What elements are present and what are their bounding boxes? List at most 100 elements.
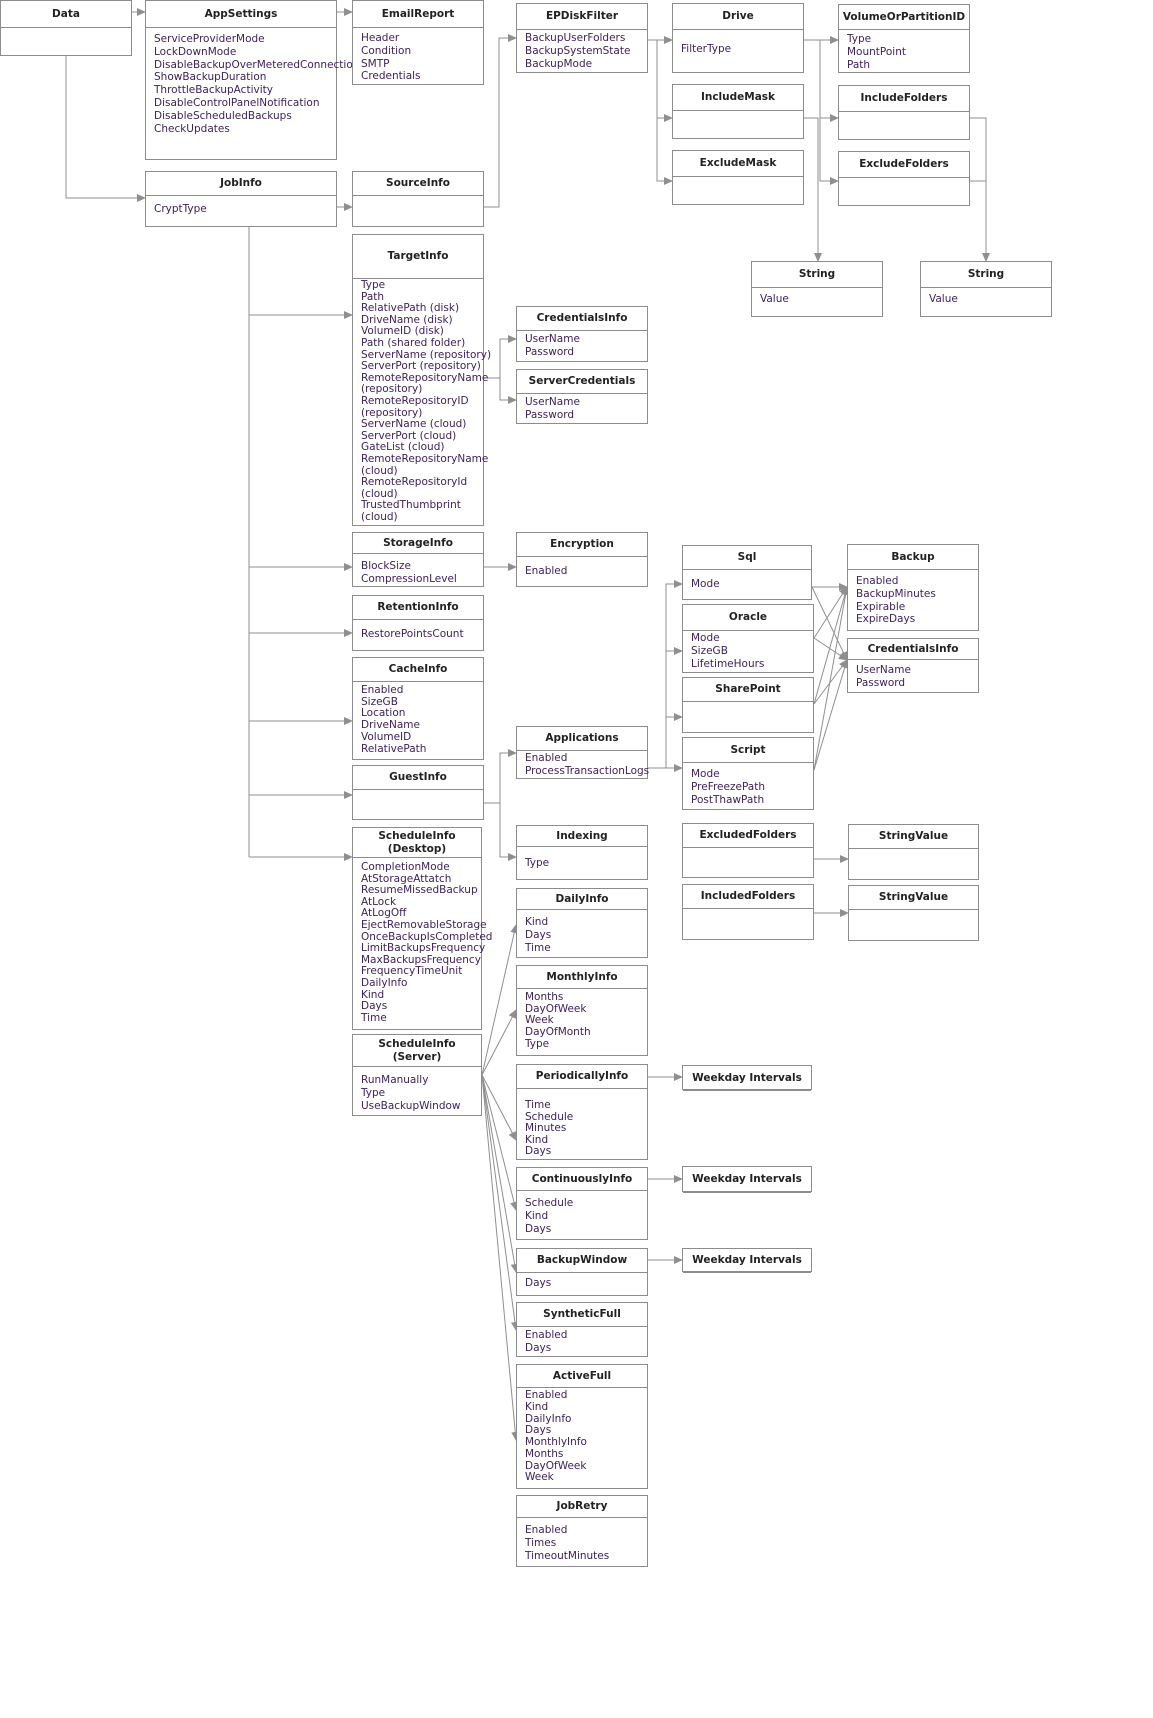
node-title: CredentialsInfo: [848, 639, 978, 660]
node-title: Indexing: [517, 826, 647, 847]
field-label: Days: [525, 928, 552, 941]
field-label: UseBackupWindow: [361, 1099, 461, 1112]
field-label: Enabled: [525, 1329, 568, 1341]
field-label: Password: [525, 408, 575, 421]
field-label: Enabled: [525, 1389, 568, 1401]
field-label: Location: [361, 707, 406, 720]
field-label: DailyInfo: [361, 976, 408, 989]
field-label: RelativePath: [361, 742, 427, 755]
field-label: Value: [760, 293, 789, 305]
field-label: Kind: [525, 1133, 549, 1146]
field-label: RunManually: [361, 1074, 429, 1086]
field-label: Kind: [525, 1209, 549, 1222]
field-label: DayOfMonth: [525, 1026, 591, 1039]
connector-line: [804, 117, 822, 262]
node-title: Oracle: [683, 605, 813, 631]
node-title: SyntheticFull: [517, 1303, 647, 1327]
field-label: AtStorageAttatch: [361, 872, 452, 885]
field-label: FrequencyTimeUnit: [361, 965, 463, 978]
connector-line: [819, 118, 839, 185]
node-fields: FilterType: [681, 43, 801, 56]
field-label: Credentials: [361, 70, 421, 83]
field-label: BackupMinutes: [856, 587, 936, 600]
connector-line: [665, 580, 683, 768]
connector-line: [481, 1009, 517, 1076]
field-label: ServerPort (repository): [361, 360, 481, 373]
node-title: String: [752, 262, 882, 288]
field-label: DayOfWeek: [525, 1002, 587, 1015]
node-title: IncludeFolders: [839, 86, 969, 112]
connector-line: [499, 803, 517, 861]
node-title: CacheInfo: [353, 658, 483, 682]
node-weekday2: Weekday Intervals: [682, 1166, 812, 1193]
field-label: DisableControlPanelNotification: [154, 96, 320, 109]
field-label: UserName: [525, 333, 580, 345]
field-label: TimeoutMinutes: [525, 1549, 610, 1562]
field-label: Days: [525, 1145, 552, 1158]
field-label: PreFreezePath: [691, 780, 766, 793]
node-fields: Enabled: [525, 565, 645, 578]
node-fields: RestorePointsCount: [361, 628, 481, 641]
node-title: SourceInfo: [353, 172, 483, 196]
field-label: RemoteRepositoryName: [361, 452, 489, 465]
field-label: Header: [361, 32, 400, 44]
node-data: Data: [0, 0, 132, 56]
field-label: Enabled: [525, 1524, 568, 1536]
field-label: CompletionMode: [361, 861, 450, 873]
node-includedfolders: IncludedFolders: [682, 884, 814, 940]
field-label: Kind: [525, 916, 549, 928]
node-fields: Value: [760, 293, 880, 306]
node-title: BackupWindow: [517, 1249, 647, 1273]
connector-line: [484, 34, 517, 208]
connector-line: [484, 335, 517, 379]
field-label: Condition: [361, 44, 412, 57]
field-label: CryptType: [154, 203, 207, 215]
field-label: Path: [361, 290, 385, 303]
node-title: SharePoint: [683, 678, 813, 702]
field-label: Time: [525, 941, 551, 954]
field-label: PostThawPath: [691, 793, 765, 806]
node-title: ExcludedFolders: [683, 824, 813, 848]
field-label: Time: [361, 1011, 387, 1024]
field-label: (repository): [361, 383, 423, 396]
node-title: ExcludeFolders: [839, 152, 969, 178]
field-label: Months: [525, 991, 564, 1003]
field-label: Type: [847, 33, 872, 45]
node-title: IncludeMask: [673, 85, 803, 111]
field-label: BackupUserFolders: [525, 32, 626, 44]
node-title: AppSettings: [146, 1, 336, 28]
field-label: DriveName (disk): [361, 313, 453, 326]
node-title: Script: [683, 738, 813, 763]
connector-line: [481, 1074, 517, 1141]
field-label: DailyInfo: [525, 1412, 572, 1425]
field-label: ServerName (cloud): [361, 418, 467, 431]
field-label: (cloud): [361, 464, 398, 477]
field-label: Days: [525, 1277, 552, 1289]
connector-line: [484, 749, 517, 804]
node-title: MonthlyInfo: [517, 966, 647, 989]
node-title: Applications: [517, 727, 647, 751]
node-title: ScheduleInfo (Desktop): [353, 828, 481, 858]
field-label: BackupMode: [525, 57, 593, 70]
